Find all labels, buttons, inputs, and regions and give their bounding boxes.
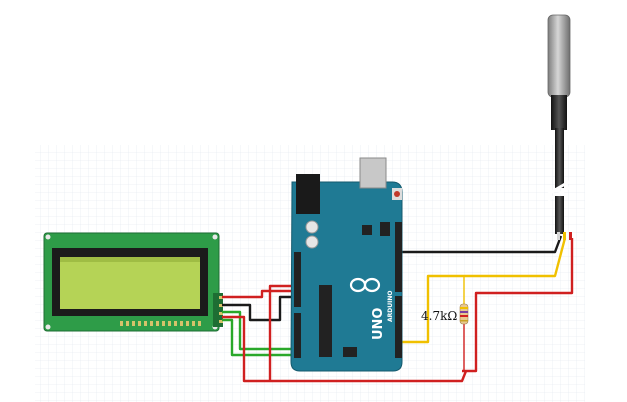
wires: [222, 235, 574, 383]
uno-logo-text: UNO: [371, 308, 386, 341]
brand-text: ARDUINO: [387, 291, 394, 322]
capacitor: [305, 220, 319, 234]
lcd-screen: [60, 257, 200, 309]
mount-hole: [212, 234, 218, 240]
wire-lcd-sda: [222, 310, 292, 351]
usb-connector: [359, 157, 387, 189]
wire-sensor-vcc: [462, 238, 574, 373]
temperature-probe: [547, 14, 573, 240]
wire-sensor-gnd: [400, 235, 563, 254]
reset-button-cap: [394, 191, 400, 197]
probe-shrink-sleeve: [551, 95, 567, 130]
power-jack: [296, 174, 320, 214]
icsp-header-top: [380, 222, 390, 236]
arduino-logo: UNO ARDUINO: [349, 277, 394, 341]
wire-lcd-vcc: [222, 289, 296, 299]
icsp-header: [343, 347, 357, 357]
arduino-board: [290, 181, 403, 372]
capacitor: [305, 235, 319, 249]
pull-up-resistor: [459, 303, 469, 325]
resistor-label: 4.7kΩ: [421, 309, 457, 323]
probe-leads: [557, 232, 572, 240]
i2c-backpack: [213, 293, 223, 327]
analog-header: [294, 313, 301, 358]
probe-tip: [547, 14, 571, 98]
probe-cable: [555, 128, 564, 188]
digital-header-top: [395, 222, 402, 292]
digital-header-bottom: [395, 296, 402, 358]
wire-red-5v: [268, 284, 296, 381]
power-header: [294, 252, 301, 307]
wire-sensor-data: [400, 237, 567, 344]
wire-red-bus: [222, 315, 468, 383]
lcd-header-pins: [120, 321, 201, 326]
lcd-module: [43, 232, 223, 332]
lcd-screen-shade: [60, 257, 200, 262]
mount-hole: [45, 324, 51, 330]
probe-cable-lower: [555, 196, 564, 234]
wire-lcd-scl: [222, 318, 292, 357]
wire-lcd-gnd: [222, 295, 296, 322]
usb-chip: [362, 225, 372, 235]
cable-break-mark: [547, 178, 573, 202]
mount-hole: [45, 234, 51, 240]
arduino-uno: UNO ARDUINO: [290, 157, 403, 372]
atmega-chip: [319, 285, 332, 357]
